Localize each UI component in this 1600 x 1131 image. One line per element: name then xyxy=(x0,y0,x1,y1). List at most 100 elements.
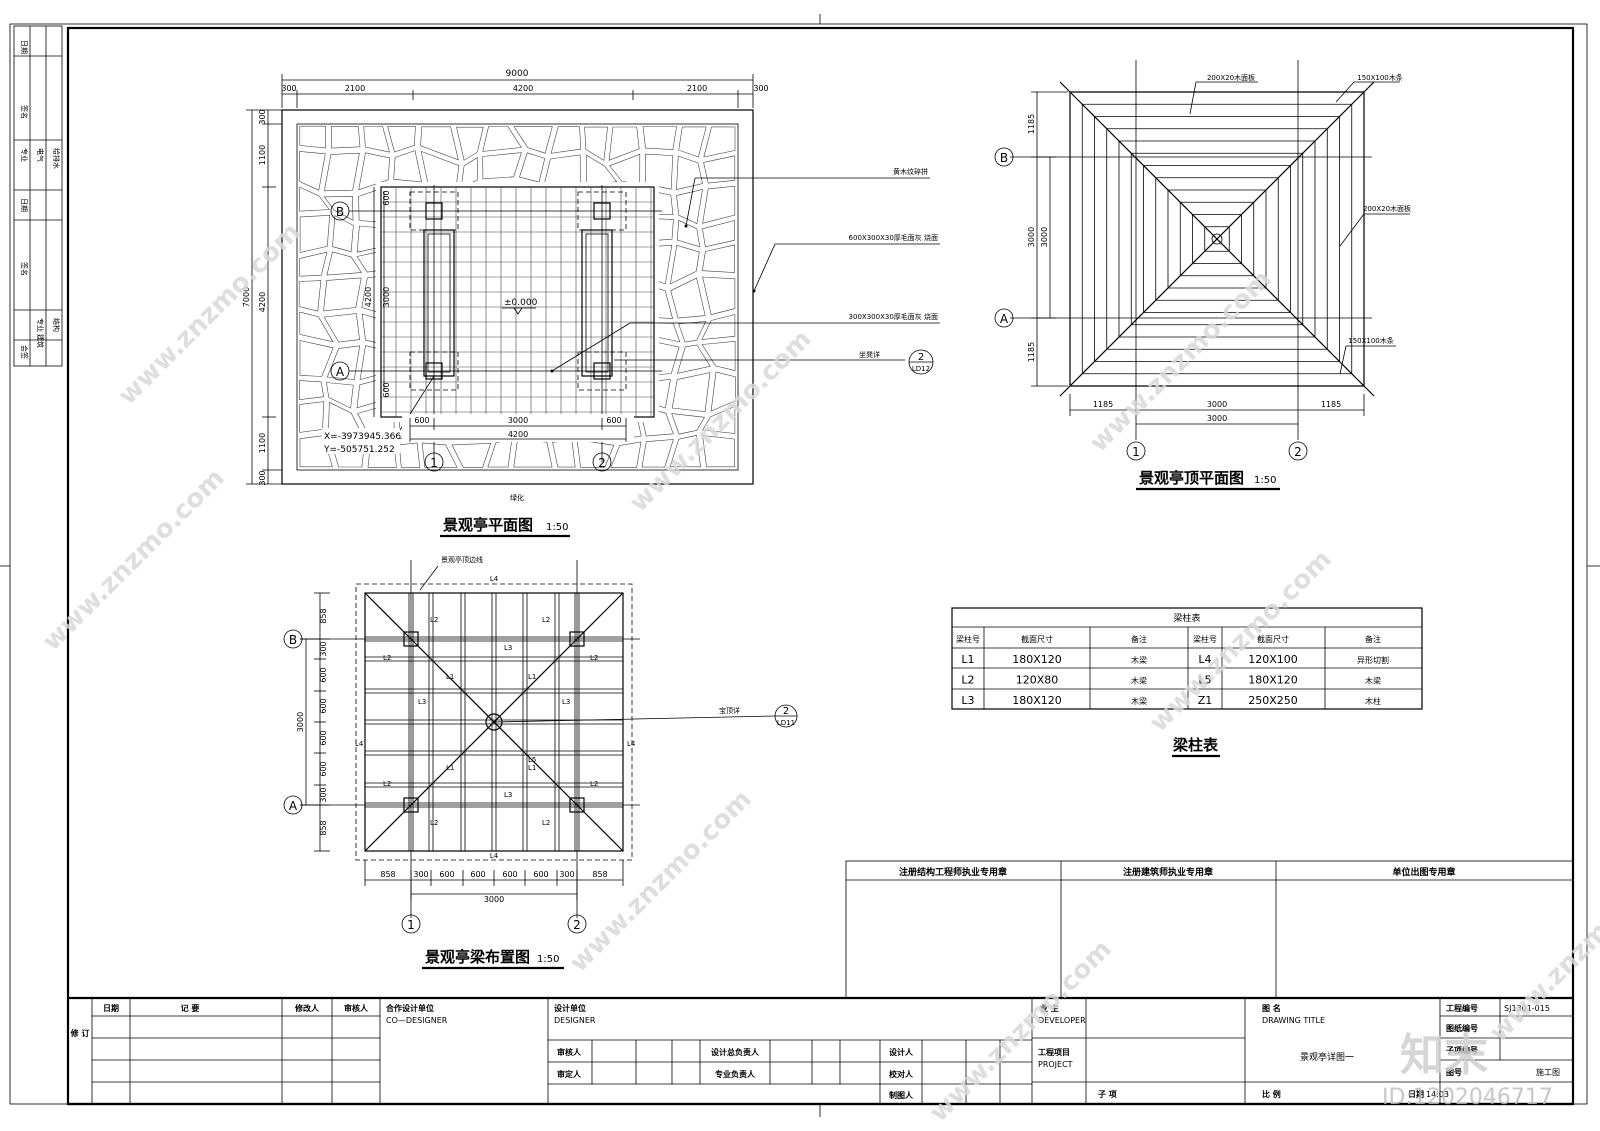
table-cell: 180X120 xyxy=(1012,653,1062,666)
beam-scale: 1:50 xyxy=(537,954,559,965)
floor-tile-grid xyxy=(381,187,654,417)
tb-date-value: 14.03 xyxy=(1426,1090,1449,1099)
beam-dim-bottom-300-r: 300 xyxy=(559,870,574,879)
paving-stone xyxy=(398,442,421,468)
tb-owner-en: DEVELOPER xyxy=(1038,1016,1086,1025)
plan-dim-left-4200: 4200 xyxy=(258,292,267,312)
paving-stone xyxy=(703,126,736,158)
paving-stone xyxy=(363,126,390,153)
plan-callout-bench: 坐凳详 xyxy=(859,350,880,359)
side-arch: 建筑 xyxy=(36,334,45,348)
paving-stone xyxy=(299,401,325,433)
tb-project-cn: 工程项目 xyxy=(1038,1047,1070,1057)
watermark-7: www.znzmo.com xyxy=(924,934,1118,1128)
pavilion-roof-plan: B A 1 2 200X20木面板 150X100木条 200X20木面板 15… xyxy=(994,60,1411,491)
tb-date-label: 日期 xyxy=(1408,1089,1424,1099)
tb-record: 记 要 xyxy=(181,1003,200,1013)
table-header-cell: 梁柱号 xyxy=(1193,634,1217,644)
plan-callout-600x300: 600X300X30厚毛面灰 烧面 xyxy=(849,233,938,242)
beam-label-l2-g: L2 xyxy=(590,654,598,662)
tb-sub-no-label: 子项编号 xyxy=(1446,1045,1478,1055)
tb-project-no: SJ1301-015 xyxy=(1504,1004,1550,1013)
roof-axis-a: A xyxy=(1000,312,1009,326)
paving-stone xyxy=(387,126,416,153)
paving-stone xyxy=(552,439,576,468)
side-date-2: 日期 xyxy=(20,198,28,212)
tb-date: 日期 xyxy=(103,1003,119,1013)
tb-project-en: PROJECT xyxy=(1038,1060,1073,1069)
side-date-1: 日期 xyxy=(20,40,28,54)
beam-dim-left-total: 3000 xyxy=(296,712,305,732)
paving-stone xyxy=(421,442,458,468)
beam-dim-left-858-b: 858 xyxy=(319,820,328,835)
paving-stone xyxy=(323,277,362,312)
roof-axis-b: B xyxy=(1000,151,1008,165)
beam-label-l4-left: L4 xyxy=(355,740,364,748)
pavilion-beam-layout: B A 1 2 L4 L4 L4 L4 L2 L2 L2 L2 L2 L2 L2… xyxy=(283,555,798,970)
beam-callout-finial: 宝顶详 xyxy=(719,706,740,715)
roof-scale: 1:50 xyxy=(1254,475,1276,486)
plan-bottom-note: 绿化 xyxy=(510,493,524,502)
tb-draw: 制图人 xyxy=(889,1090,914,1100)
paving-stone xyxy=(701,340,736,371)
inner-frame xyxy=(66,26,1575,1106)
plan-callout-paving: 黄木纹碎拼 xyxy=(893,167,928,176)
paving-stone xyxy=(326,251,362,276)
paving-stone xyxy=(420,126,459,161)
plan-inner-3000-h: 3000 xyxy=(508,416,528,425)
plan-dim-2100-l: 2100 xyxy=(345,84,365,93)
beam-dim-left-600-2: 600 xyxy=(319,698,328,713)
roof-dim-left-3000-b: 3000 xyxy=(1040,227,1049,247)
paving-stone xyxy=(608,126,640,161)
watermark-8: www.znzmo.com xyxy=(1484,854,1600,1048)
paving-stone xyxy=(299,214,331,253)
tb-drawing-no-label: 图纸编号 xyxy=(1446,1023,1478,1033)
paving-stone xyxy=(702,276,736,315)
roof-label-strip-top: 150X100木条 xyxy=(1357,73,1403,82)
table-cell: 木柱 xyxy=(1365,696,1381,706)
table-cell: L5 xyxy=(1198,674,1211,687)
table-cell: L1 xyxy=(961,653,974,666)
plan-dim-300-l: 300 xyxy=(281,84,296,93)
paving-stone xyxy=(669,435,701,468)
roof-bottom-dimensions xyxy=(1069,394,1365,425)
roof-left-dimensions xyxy=(1031,91,1068,387)
tb-subitem: 子 项 xyxy=(1098,1090,1117,1099)
beam-dim-left-600-1: 600 xyxy=(319,667,328,682)
table-cell: 120X100 xyxy=(1248,653,1298,666)
paving-stone xyxy=(332,215,354,253)
beam-bottom-dimensions xyxy=(364,860,624,900)
paving-stone xyxy=(642,126,677,150)
beam-dim-bottom-858-r: 858 xyxy=(592,870,607,879)
beam-grid xyxy=(365,593,623,851)
watermarks: www.znzmo.com www.znzmo.com www.znzmo.co… xyxy=(37,217,1600,1128)
paving-stone xyxy=(299,380,324,401)
paving-stone xyxy=(513,438,553,468)
plan-inner-bottom-dims xyxy=(409,418,627,442)
tb-owner-cn: 业 主 xyxy=(1040,1003,1059,1013)
plan-elevation: ±0.000 xyxy=(504,298,538,308)
paving-stone xyxy=(331,126,361,149)
watermark-5: www.znzmo.com xyxy=(564,784,758,978)
plan-coord-x: X=-3973945.366 xyxy=(324,432,401,442)
paving-stone xyxy=(701,244,735,273)
paving-stone xyxy=(678,126,707,158)
tb-drawing-title-cn: 图 名 xyxy=(1262,1003,1281,1013)
tb-review: 审核人 xyxy=(557,1047,582,1057)
paving-stone xyxy=(323,313,360,343)
beam-label-l4-right: L4 xyxy=(627,740,636,748)
plan-dim-2100-r: 2100 xyxy=(687,84,707,93)
paving-stone xyxy=(299,340,334,377)
tb-reviewer: 审核人 xyxy=(344,1003,369,1013)
side-countersign: 会签 xyxy=(20,345,29,359)
plan-title: 景观亭平面图 xyxy=(443,516,533,534)
table-header-cell: 截面尺寸 xyxy=(1021,634,1053,644)
plan-dim-4200: 4200 xyxy=(513,84,533,93)
paving-stone xyxy=(644,153,674,190)
paving-stone xyxy=(641,439,674,468)
table-cell: 木梁 xyxy=(1131,676,1147,686)
side-discipline-2: 专业 xyxy=(36,318,45,332)
tb-chief: 设计总负责人 xyxy=(711,1047,760,1057)
roof-dim-bottom-3000: 3000 xyxy=(1207,400,1227,409)
paving-stone xyxy=(544,154,581,187)
